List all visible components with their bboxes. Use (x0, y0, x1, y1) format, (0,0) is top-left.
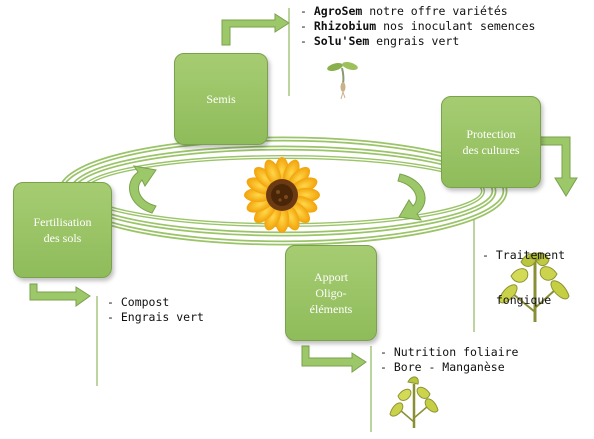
stage-apport-label-line3: éléments (309, 302, 353, 316)
seedling-icon (327, 62, 358, 100)
cycle-arrow-left (129, 165, 157, 214)
note-item: fongique (482, 293, 552, 307)
note-item: - AgroSem notre offre variétés (300, 4, 508, 18)
note-item: - Nutrition foliaire (380, 345, 519, 359)
stage-protection-label-line1: Protection (466, 127, 516, 141)
stage-semis: Semis (174, 53, 268, 145)
elbow-arrow-apport (301, 345, 367, 373)
stage-protection: Protection des cultures (441, 96, 541, 188)
stage-fertilisation-label-line1: Fertilisation (33, 215, 92, 229)
notes-semis: - AgroSem notre offre variétés - Rhizobi… (300, 4, 535, 49)
plant-icon (498, 252, 570, 322)
note-item: - Bore - Manganèse (380, 360, 505, 374)
stage-semis-label: Semis (206, 92, 236, 106)
stage-apport-label-line1: Apport (314, 270, 348, 284)
stage-protection-label-line2: des cultures (462, 143, 520, 157)
note-item: - Solu'Sem engrais vert (300, 34, 460, 48)
notes-apport: - Nutrition foliaire - Bore - Manganèse (380, 345, 518, 375)
elbow-arrow-protection (539, 136, 578, 197)
cycle-arrow-right (397, 173, 426, 221)
stage-fertilisation: Fertilisation des sols (13, 182, 112, 278)
note-item: - Rhizobium nos inoculant semences (300, 19, 536, 33)
note-item: - Traitement (482, 248, 566, 262)
note-item: - Engrais vert (107, 310, 204, 324)
small-plant-icon (389, 376, 439, 428)
stage-apport-label-line2: Oligo- (315, 286, 347, 300)
stage-apport: Apport Oligo- éléments (285, 245, 377, 341)
connector-lines (96, 8, 475, 432)
elbow-arrow-semis (221, 13, 290, 46)
elbow-arrow-fertilisation (29, 283, 91, 307)
notes-protection: - Traitement fongique (482, 218, 565, 338)
sunflower-icon (244, 157, 320, 233)
notes-fertilisation: - Compost - Engrais vert (107, 295, 204, 325)
note-item: - Compost (107, 295, 170, 309)
stage-fertilisation-label-line2: des sols (43, 231, 82, 245)
